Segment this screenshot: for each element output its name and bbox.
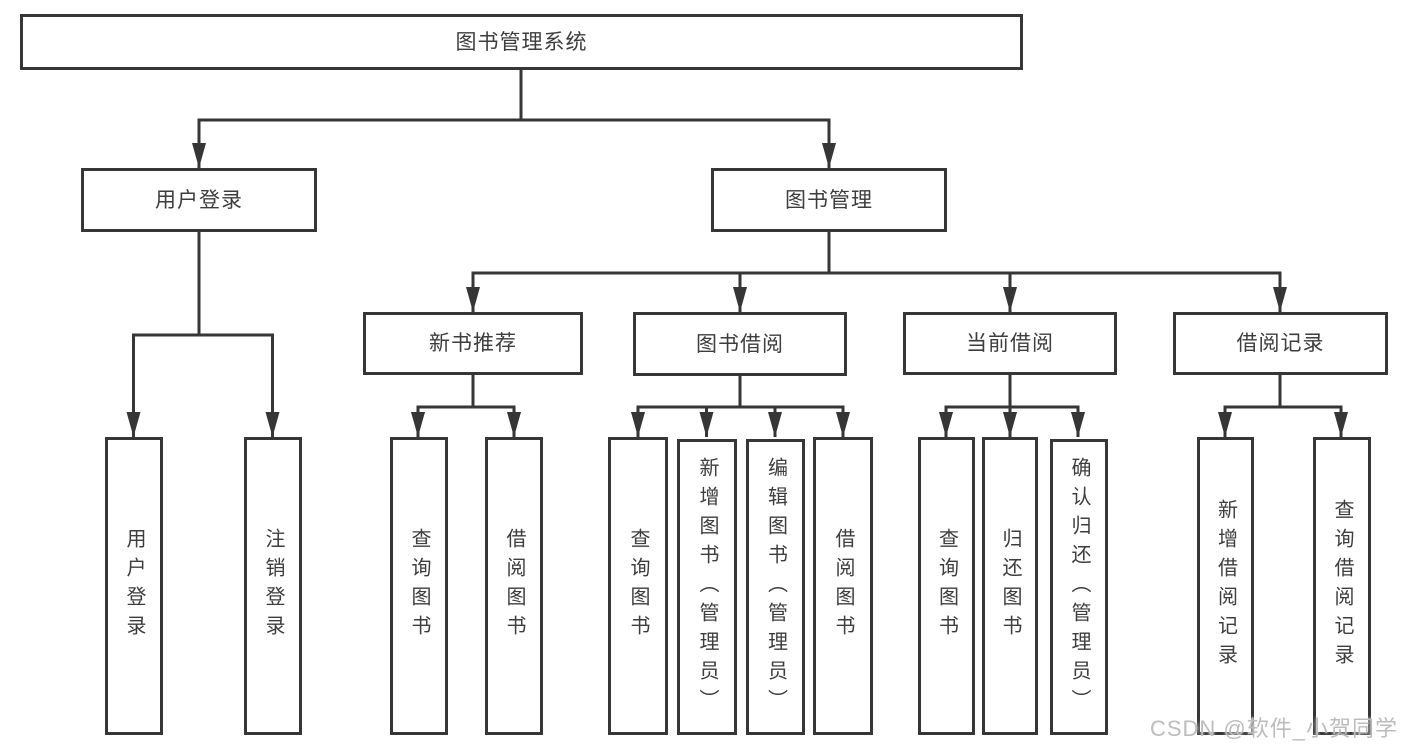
leaf-query-books-recommend: 查询图书 <box>390 437 448 735</box>
leaf-logout: 注销登录 <box>244 437 302 735</box>
node-user-login: 用户登录 <box>81 168 317 232</box>
leaf-add-books-admin: 新增图书（管理员） <box>677 439 737 735</box>
connector-paths <box>132 69 1343 437</box>
node-current-borrowing: 当前借阅 <box>903 312 1117 375</box>
node-borrowing-records: 借阅记录 <box>1173 312 1388 375</box>
leaf-confirm-return-admin: 确认归还（管理员） <box>1050 439 1108 735</box>
node-book-borrowing: 图书借阅 <box>633 312 847 376</box>
leaf-query-books-borrow: 查询图书 <box>608 437 668 735</box>
node-book-management: 图书管理 <box>711 168 947 232</box>
csdn-watermark: CSDN @软件_小贺同学 <box>1149 716 1398 741</box>
node-library-management-system: 图书管理系统 <box>20 14 1023 70</box>
leaf-query-books-current: 查询图书 <box>918 437 975 735</box>
node-new-book-recommendation: 新书推荐 <box>363 312 583 375</box>
leaf-edit-books-admin: 编辑图书（管理员） <box>746 439 805 735</box>
leaf-borrow-books-recommend: 借阅图书 <box>485 437 543 735</box>
leaf-add-borrow-record: 新增借阅记录 <box>1197 437 1254 735</box>
leaf-borrow-books: 借阅图书 <box>813 437 873 735</box>
leaf-query-borrow-record: 查询借阅记录 <box>1313 437 1371 735</box>
leaf-return-books: 归还图书 <box>982 437 1038 735</box>
leaf-user-login: 用户登录 <box>105 437 163 735</box>
